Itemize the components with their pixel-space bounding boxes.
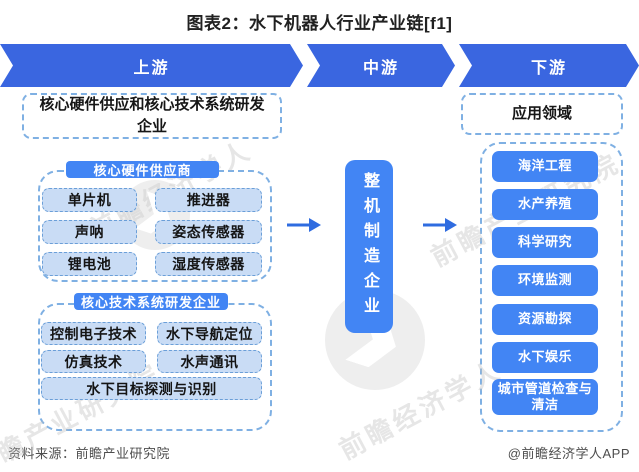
banner-stage-midstream: 中游 [307, 44, 455, 87]
hardware-item: 姿态传感器 [155, 220, 262, 244]
chart-title: 图表2：水下机器人行业产业链[f1] [186, 14, 453, 33]
midstream-manufacturer-box: 整机制造企业 [345, 160, 393, 333]
tech-item: 水声通讯 [157, 350, 262, 373]
tech-item: 控制电子技术 [41, 322, 146, 345]
hardware-item: 推进器 [155, 188, 262, 212]
hardware-item: 单片机 [42, 188, 137, 212]
application-item: 环境监测 [492, 265, 598, 296]
tech-developer-header: 核心技术系统研发企业 [74, 293, 228, 310]
application-item: 科学研究 [492, 227, 598, 258]
tech-item: 水下目标探测与识别 [41, 377, 262, 400]
credit-note: @前瞻经济学人APP [507, 446, 630, 461]
flow-arrow-icon [287, 218, 321, 232]
hardware-supplier-header: 核心硬件供应商 [66, 161, 219, 178]
application-field-header-box: 应用领域 [461, 93, 623, 135]
banner-stage-downstream: 下游 [459, 44, 639, 87]
tech-item: 仿真技术 [41, 350, 146, 373]
hardware-item: 锂电池 [42, 252, 137, 276]
flow-arrow-icon [423, 218, 457, 232]
application-item: 水产养殖 [492, 189, 598, 220]
application-item: 海洋工程 [492, 151, 598, 182]
application-field-group-box [480, 142, 623, 432]
source-note: 资料来源：前瞻产业研究院 [8, 446, 171, 461]
hardware-item: 湿度传感器 [155, 252, 262, 276]
tech-item: 水下导航定位 [157, 322, 262, 345]
midstream-manufacturer-label: 整机制造企业 [361, 171, 378, 322]
banner-stage-upstream: 上游 [0, 44, 303, 87]
application-item: 水下娱乐 [492, 342, 598, 373]
upstream-description-box: 核心硬件供应和核心技术系统研发企业 [22, 93, 282, 139]
hardware-item: 声呐 [42, 220, 137, 244]
application-item: 城市管道检查与清洁 [492, 379, 598, 415]
application-item: 资源勘探 [492, 304, 598, 335]
